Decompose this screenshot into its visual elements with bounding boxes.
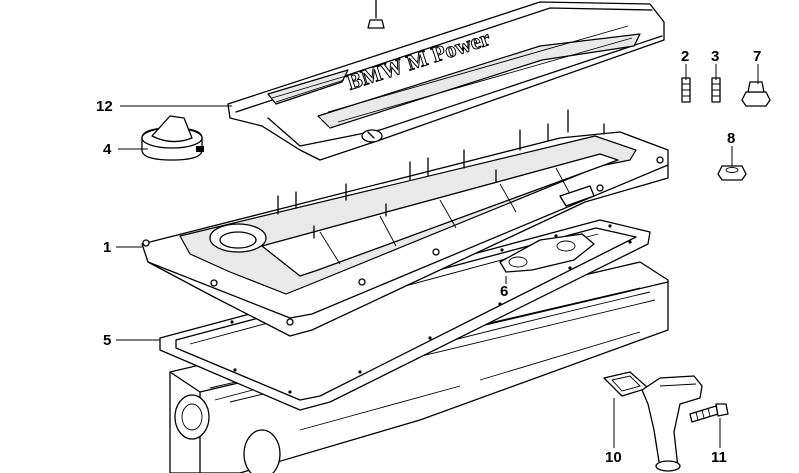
nut-8: [717, 165, 747, 181]
cylinder-head: [169, 261, 669, 473]
callout-5: 5: [103, 332, 112, 349]
callout-7: 7: [753, 48, 762, 65]
stud-2: [681, 77, 691, 103]
vent-elbow: [641, 375, 703, 472]
callout-4: 4: [103, 141, 112, 158]
cover-studs: [277, 109, 605, 239]
callout-3: 3: [711, 48, 720, 65]
bolt-11: [689, 403, 729, 423]
callout-12: 12: [96, 98, 113, 115]
flange-gasket-10: [603, 371, 649, 397]
engine-cover: BMW M Power: [227, 0, 665, 161]
oil-filler-cap: [141, 115, 204, 161]
stud-3: [711, 77, 721, 103]
callout-6: 6: [500, 283, 509, 300]
callout-2: 2: [681, 48, 690, 65]
nut-7: [741, 81, 771, 107]
callout-10: 10: [605, 449, 622, 466]
leader-lines: [116, 64, 759, 448]
callout-1: 1: [103, 239, 112, 256]
valve-cover: [141, 109, 669, 337]
callout-8: 8: [727, 130, 736, 147]
spark-plug-gasket: [499, 233, 595, 273]
callout-11: 11: [711, 449, 727, 466]
